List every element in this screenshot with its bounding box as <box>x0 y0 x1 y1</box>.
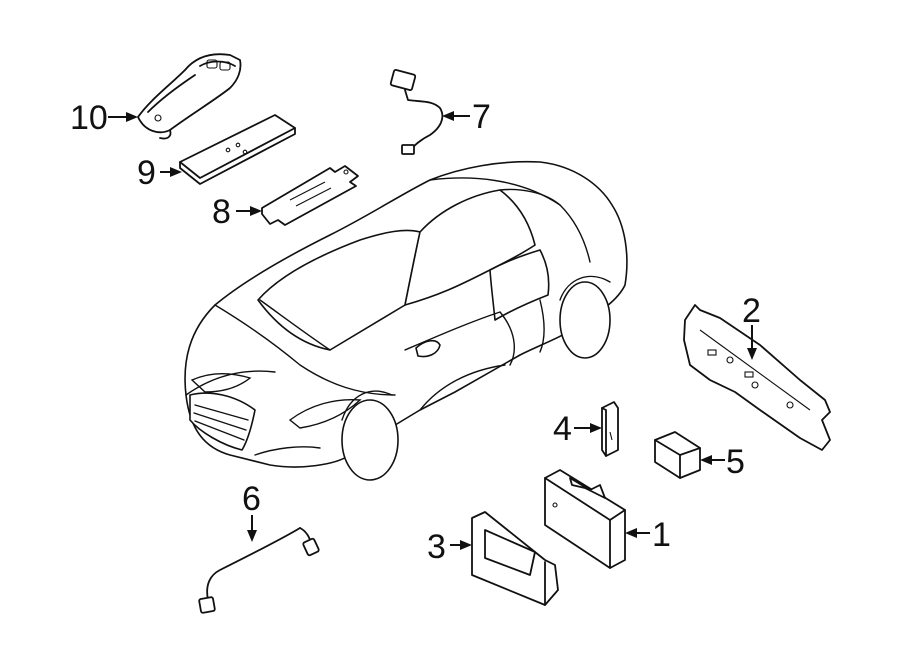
part-5-connector <box>654 431 701 479</box>
callout-5: 5 <box>726 443 745 481</box>
arrowhead-9 <box>170 167 182 177</box>
callout-9: 9 <box>137 154 156 192</box>
part-8-bracket <box>261 165 359 226</box>
arrowhead-1 <box>625 528 637 538</box>
part-7-cable <box>389 68 444 155</box>
part-4-module <box>601 401 619 457</box>
arrowhead-6 <box>247 530 257 542</box>
part-2-mounting-bracket <box>683 304 831 451</box>
callout-10: 10 <box>70 99 108 137</box>
arrowhead-8 <box>250 206 262 216</box>
callout-1: 1 <box>652 516 671 554</box>
part-1-control-unit <box>544 469 626 569</box>
callout-7: 7 <box>472 98 491 136</box>
arrowhead-7 <box>442 111 454 121</box>
part-6-antenna-cable <box>198 527 320 614</box>
callout-2: 2 <box>742 292 761 330</box>
arrowhead-3 <box>460 540 472 550</box>
arrowhead-10 <box>126 112 138 122</box>
part-3-frame-bracket <box>471 511 559 606</box>
arrowhead-2 <box>747 348 757 360</box>
callout-3: 3 <box>427 528 446 566</box>
callout-4: 4 <box>553 410 572 448</box>
part-10-remote-holder <box>137 53 242 140</box>
part-9-plate <box>179 114 296 185</box>
arrowhead-4 <box>590 423 602 433</box>
car-illustration <box>184 160 628 481</box>
arrowhead-5 <box>700 455 712 465</box>
callout-8: 8 <box>212 193 231 231</box>
callout-6: 6 <box>242 480 261 518</box>
